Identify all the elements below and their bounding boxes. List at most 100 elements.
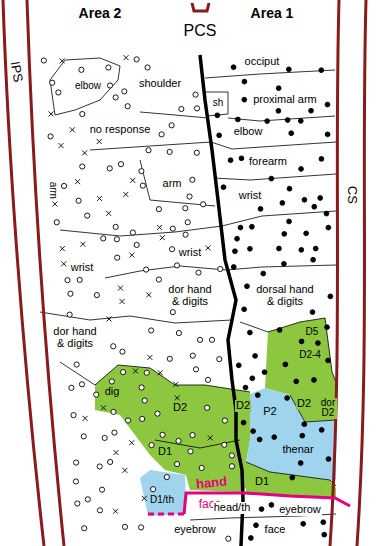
hand-face-border-dashed <box>148 513 184 516</box>
unresponsive-site <box>61 261 66 266</box>
area2-site <box>120 349 125 354</box>
area2-site <box>204 405 209 410</box>
responsive-site <box>272 435 277 440</box>
blue-region <box>140 470 186 516</box>
region-border <box>290 395 336 422</box>
area2-site <box>170 226 175 231</box>
responsive-site <box>242 97 247 102</box>
area2-site <box>65 278 70 283</box>
area2-site <box>201 202 206 207</box>
area2-site <box>106 65 111 70</box>
area2-site <box>85 497 90 502</box>
unresponsive-site <box>173 382 178 387</box>
area2-site <box>74 460 79 465</box>
region-label: arm <box>162 178 183 190</box>
responsive-site <box>299 247 304 252</box>
responsive-site <box>285 396 290 401</box>
region-fills <box>95 318 336 516</box>
responsive-site <box>326 225 331 230</box>
unresponsive-site <box>146 292 151 297</box>
responsive-site <box>302 422 307 427</box>
area2-site <box>205 377 210 382</box>
responsive-site <box>298 461 303 466</box>
region-label: proximal arm <box>252 94 318 106</box>
area2-site <box>69 385 74 390</box>
area2-site <box>140 183 145 188</box>
responsive-site <box>215 113 220 118</box>
responsive-site <box>301 521 306 526</box>
cs-line <box>330 0 339 546</box>
responsive-site <box>326 358 331 363</box>
area2-site <box>74 362 79 367</box>
unresponsive-site <box>75 179 80 184</box>
area2-site <box>222 418 227 423</box>
area2-site <box>138 525 143 530</box>
area2-site <box>121 370 126 375</box>
responsive-site <box>319 157 324 162</box>
area2-site <box>183 206 188 211</box>
area2-site <box>122 89 127 94</box>
area2-site <box>94 293 99 298</box>
unresponsive-site <box>133 369 138 374</box>
area2-site <box>112 430 117 435</box>
region-label: sh <box>212 98 225 109</box>
area2-site <box>56 90 61 95</box>
unresponsive-site <box>52 202 57 207</box>
responsive-site <box>316 341 321 346</box>
area2-site <box>145 65 150 70</box>
area2-site <box>176 438 181 443</box>
region-border <box>214 174 336 180</box>
area2-site <box>82 526 87 531</box>
sulcus-lines <box>3 0 366 546</box>
responsive-site <box>238 225 243 230</box>
area2-site <box>174 461 179 466</box>
area2-site <box>167 356 172 361</box>
area2-site <box>144 370 149 375</box>
unresponsive-site <box>124 55 129 60</box>
area2-site <box>185 220 190 225</box>
responsive-site <box>250 376 255 381</box>
area-title: Area 2 <box>78 6 123 21</box>
region-label: hand <box>195 474 229 491</box>
area2-site <box>196 270 201 275</box>
responsive-site <box>269 176 274 181</box>
region-label: P2 <box>262 406 277 418</box>
area2-site <box>156 207 161 212</box>
unresponsive-site <box>160 235 165 240</box>
unresponsive-site <box>175 395 180 400</box>
region-label: elbow <box>233 126 264 138</box>
responsive-site <box>235 117 240 122</box>
area2-site <box>75 501 80 506</box>
area2-site <box>79 382 84 387</box>
area2-site <box>160 432 165 437</box>
area2-site <box>48 134 53 139</box>
area2-site <box>199 465 204 470</box>
region-border <box>50 58 120 115</box>
ips-line <box>3 0 44 546</box>
cs-line <box>357 0 366 546</box>
responsive-site <box>312 204 317 209</box>
responsive-site <box>302 197 307 202</box>
area2-site <box>111 409 116 414</box>
area2-site <box>113 95 118 100</box>
unresponsive-site <box>113 450 118 455</box>
unresponsive-site <box>120 299 125 304</box>
area2-site <box>80 164 85 169</box>
region-label: D2 <box>235 400 251 412</box>
area2-site <box>174 263 179 268</box>
responsive-site <box>310 310 315 315</box>
responsive-site <box>318 196 323 201</box>
area2-site <box>102 435 107 440</box>
area2-site <box>114 237 119 242</box>
unresponsive-site <box>122 468 127 473</box>
area2-site <box>209 337 214 342</box>
area2-site <box>140 416 145 421</box>
region-border <box>228 116 335 121</box>
responsive-site <box>282 232 287 237</box>
area2-site <box>169 123 174 128</box>
area2-site <box>118 162 123 167</box>
region-border <box>140 112 208 118</box>
area2-site <box>164 474 169 479</box>
unresponsive-site <box>123 192 128 197</box>
